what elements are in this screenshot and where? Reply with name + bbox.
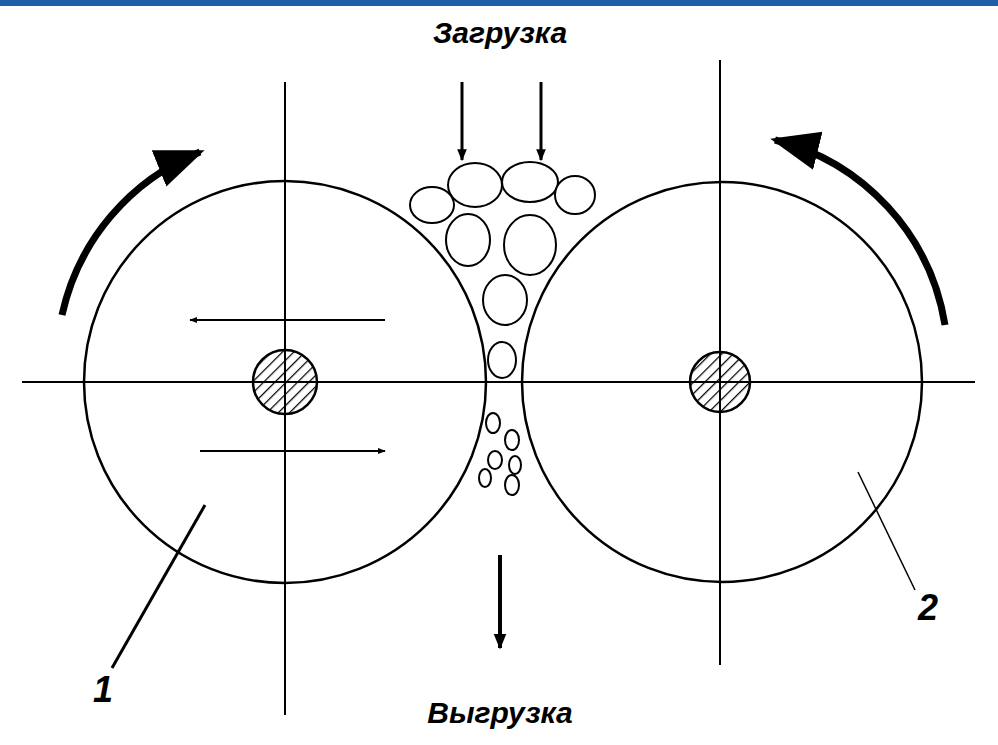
force-arrows — [190, 320, 385, 451]
rotation-arrows — [62, 140, 945, 325]
axis-lines — [22, 60, 975, 715]
flow-arrows — [462, 82, 541, 648]
top-bar — [0, 0, 998, 6]
leader-lines — [112, 472, 915, 668]
callout-number: 1 — [93, 670, 113, 710]
rolls — [84, 181, 922, 583]
shafts — [253, 350, 750, 414]
feed-label: Загрузка — [433, 16, 567, 49]
feed-material — [410, 162, 598, 495]
callout-number: 2 — [918, 588, 938, 628]
discharge-label: Выгрузка — [427, 696, 572, 729]
